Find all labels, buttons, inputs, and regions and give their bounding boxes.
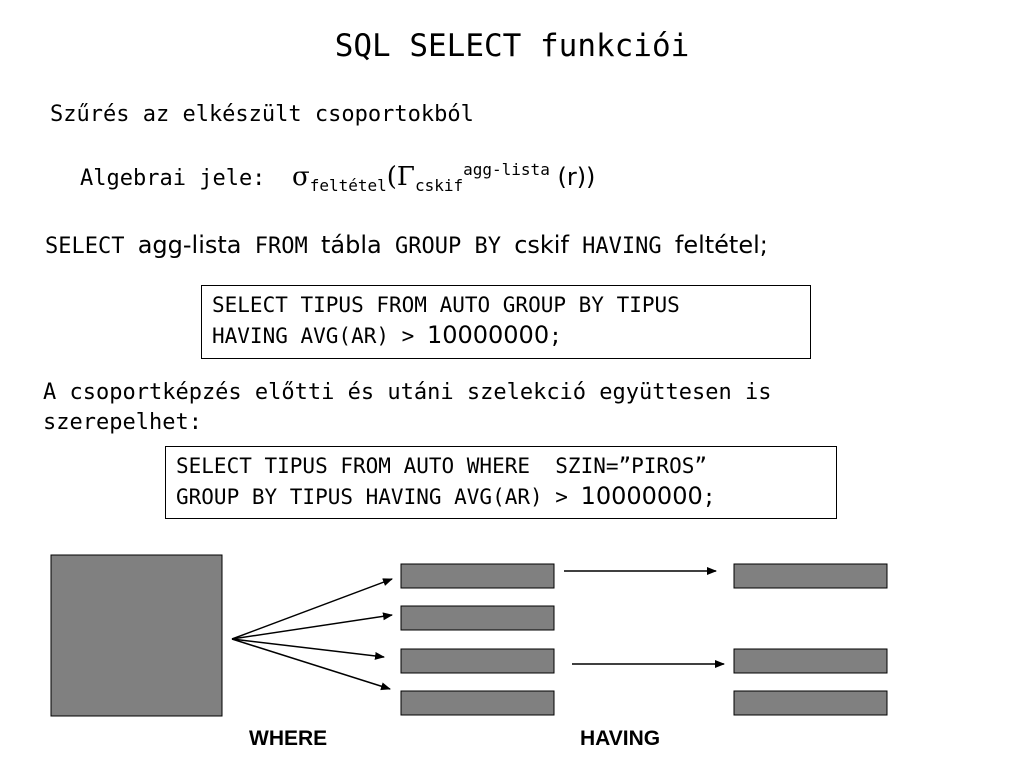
syntax-kw-from: FROM bbox=[241, 234, 321, 259]
algebra-label: Algebrai jele: bbox=[80, 166, 266, 191]
sigma-symbol: σ bbox=[291, 162, 310, 192]
page-title: SQL SELECT funkciói bbox=[334, 28, 690, 64]
syntax-feltetel: feltétel; bbox=[674, 231, 768, 259]
where-arrow-3 bbox=[231, 638, 385, 660]
syntax-tabla: tábla bbox=[321, 231, 382, 259]
where-arrow-4 bbox=[231, 638, 391, 691]
result-group-3 bbox=[733, 690, 888, 716]
gamma-subscript: cskif bbox=[414, 176, 464, 195]
subtitle: Szűrés az elkészült csoportokból bbox=[50, 102, 474, 127]
group-3 bbox=[400, 648, 555, 674]
source-table bbox=[50, 554, 223, 717]
open-paren: ( bbox=[386, 162, 397, 192]
syntax-kw-select: SELECT bbox=[45, 234, 138, 259]
example-query-box-1: SELECT TIPUS FROM AUTO GROUP BY TIPUS HA… bbox=[201, 285, 811, 359]
where-arrow-1 bbox=[231, 578, 393, 640]
group-4 bbox=[400, 690, 555, 716]
group-1 bbox=[400, 563, 555, 589]
algebra-notation: Algebrai jele: σfeltétel(Γcskifagg-lista… bbox=[80, 160, 596, 195]
algebra-rest: (r)) bbox=[549, 163, 596, 191]
gamma-symbol: Γ bbox=[396, 162, 415, 192]
example2-line2: GROUP BY TIPUS HAVING AVG(AR) > 10000000… bbox=[176, 482, 716, 510]
having-label: HAVING bbox=[580, 727, 661, 750]
example1-line2: HAVING AVG(AR) > 10000000; bbox=[212, 321, 562, 349]
select-syntax: SELECT agg-lista FROM tábla GROUP BY csk… bbox=[45, 230, 768, 262]
note-line-2: szerepelhet: bbox=[43, 410, 202, 435]
syntax-kw-group-by: GROUP BY bbox=[381, 234, 515, 259]
result-group-2 bbox=[733, 648, 888, 674]
group-2 bbox=[400, 605, 555, 631]
syntax-kw-having: HAVING bbox=[568, 234, 675, 259]
note-line-1: A csoportképzés előtti és utáni szelekci… bbox=[43, 380, 772, 405]
where-label: WHERE bbox=[249, 727, 328, 750]
example2-line1: SELECT TIPUS FROM AUTO WHERE SZIN=”PIROS… bbox=[176, 454, 708, 478]
sigma-subscript: feltétel bbox=[309, 176, 387, 195]
syntax-cskif: cskif bbox=[514, 231, 569, 259]
syntax-agg-lista: agg-lista bbox=[137, 231, 242, 259]
result-group-1 bbox=[733, 563, 888, 589]
gamma-superscript: agg-lista bbox=[463, 160, 550, 179]
example-query-box-2: SELECT TIPUS FROM AUTO WHERE SZIN=”PIROS… bbox=[165, 446, 837, 519]
where-arrow-2 bbox=[231, 612, 393, 640]
example1-line1: SELECT TIPUS FROM AUTO GROUP BY TIPUS bbox=[212, 293, 680, 317]
